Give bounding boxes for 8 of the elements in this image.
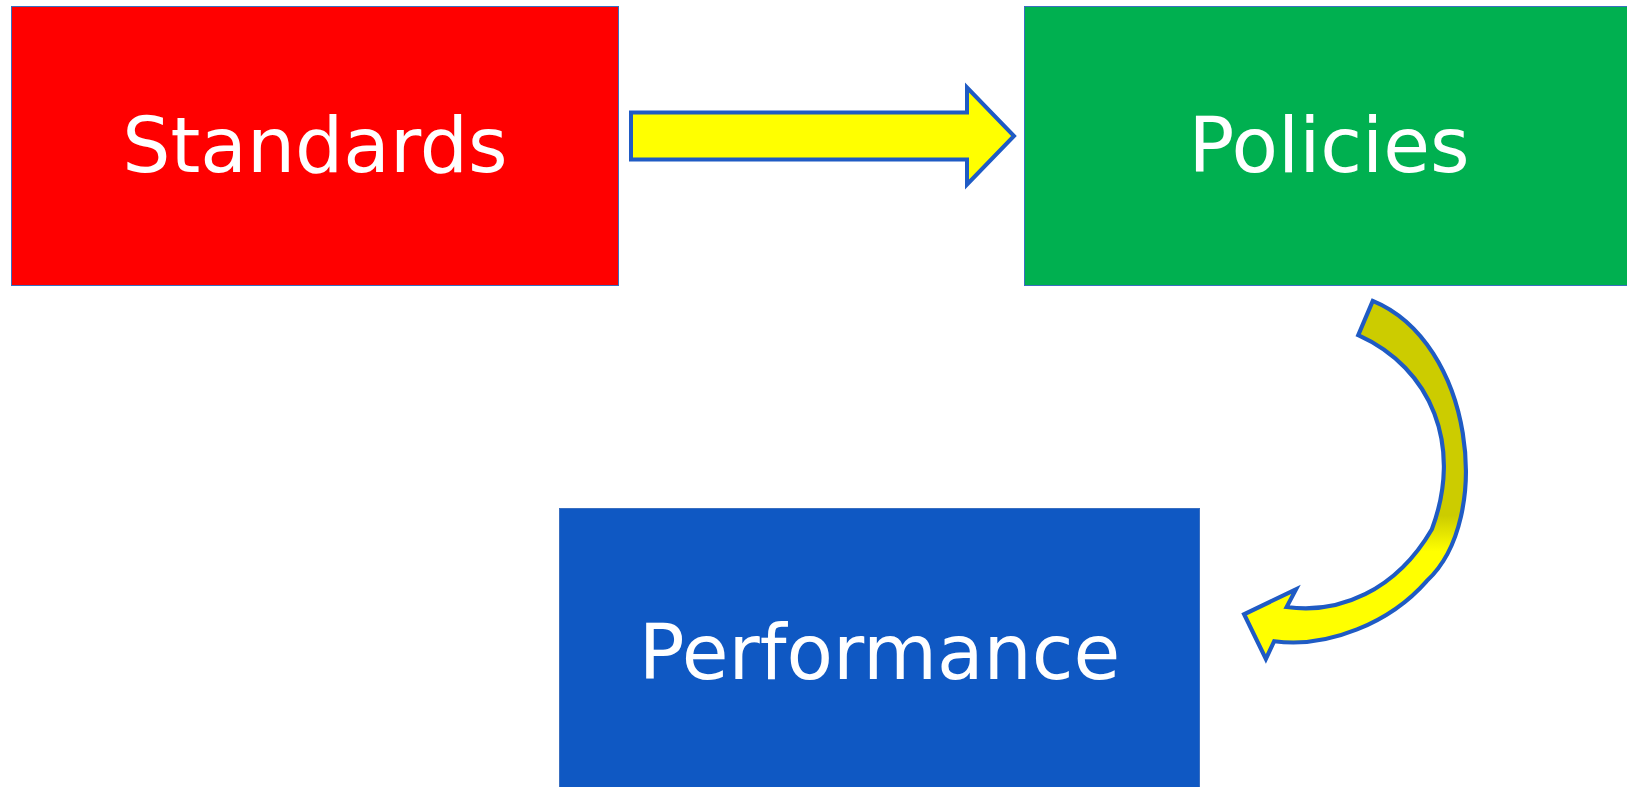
box-label: Performance bbox=[638, 611, 1121, 695]
process-box bbox=[559, 508, 1200, 787]
process-box bbox=[11, 6, 619, 286]
process-box bbox=[1024, 6, 1627, 286]
block-arrow bbox=[1242, 298, 1468, 661]
box-label: Standards bbox=[122, 104, 508, 188]
block-arrow bbox=[629, 82, 1017, 190]
box-label: Policies bbox=[1188, 104, 1470, 188]
